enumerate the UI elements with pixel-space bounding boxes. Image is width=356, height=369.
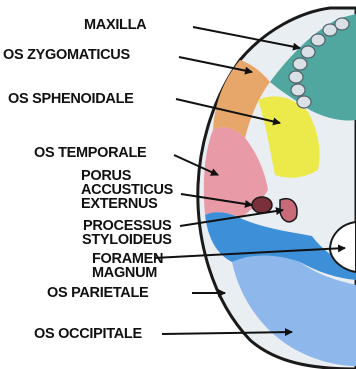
label-processus-line1: PROCESSUS <box>83 219 171 233</box>
label-foramen-line1: FORAMEN <box>92 252 163 266</box>
label-os-temporale: OS TEMPORALE <box>34 146 146 160</box>
label-os-sphenoidale: OS SPHENOIDALE <box>8 92 134 106</box>
label-porus-line2: ACCUSTICUS <box>81 183 173 197</box>
label-foramen-line2: MAGNUM <box>92 266 157 280</box>
label-processus-line2: STYLOIDEUS <box>82 233 172 247</box>
label-os-occipitale: OS OCCIPITALE <box>34 327 142 341</box>
label-os-zygomaticus: OS ZYGOMATICUS <box>3 48 130 62</box>
porus-acusticus <box>252 197 272 213</box>
label-porus-line3: EXTERNUS <box>81 197 158 211</box>
label-maxilla: MAXILLA <box>84 18 146 32</box>
label-os-parietale: OS PARIETALE <box>47 286 148 300</box>
label-porus-line1: PORUS <box>81 169 131 183</box>
